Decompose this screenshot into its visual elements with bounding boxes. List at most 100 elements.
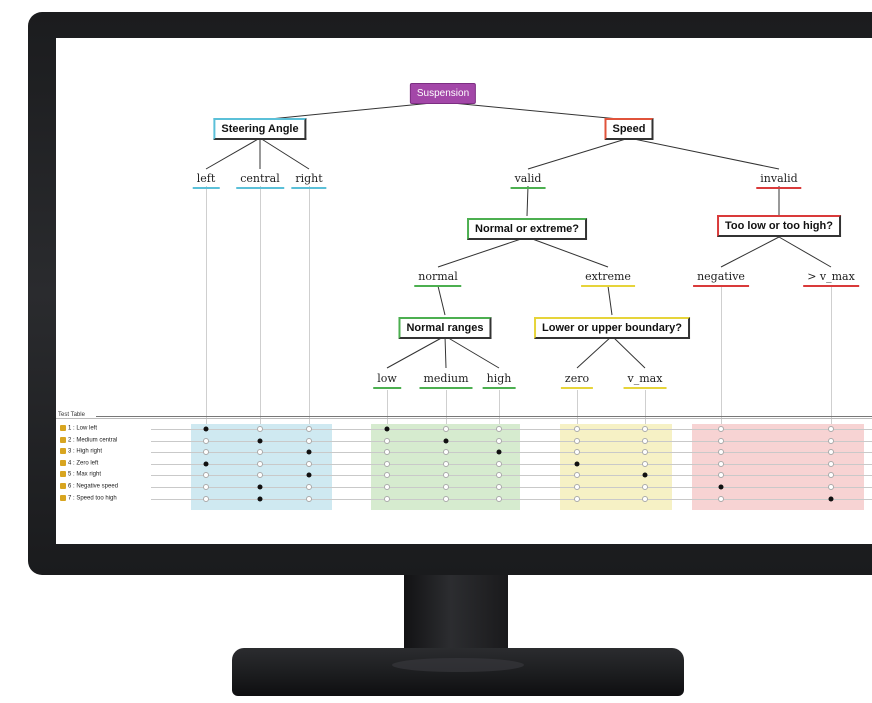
class-low[interactable]: low	[373, 372, 401, 389]
selected-marker[interactable]	[257, 496, 263, 502]
unselected-marker[interactable]	[642, 426, 648, 432]
unselected-marker[interactable]	[642, 437, 648, 444]
unselected-marker[interactable]	[384, 437, 390, 444]
selected-marker[interactable]	[306, 472, 312, 478]
class-medium[interactable]: medium	[419, 372, 473, 389]
unselected-marker[interactable]	[203, 472, 209, 479]
class-zero[interactable]: zero	[560, 372, 594, 389]
unselected-marker[interactable]	[306, 426, 312, 432]
unselected-marker[interactable]	[574, 437, 580, 444]
unselected-marker[interactable]	[384, 484, 390, 490]
selected-marker[interactable]	[443, 438, 449, 444]
lower-or-upper-node[interactable]: Lower or upper boundary?	[534, 317, 690, 339]
selected-marker[interactable]	[574, 461, 580, 467]
unselected-marker[interactable]	[443, 426, 449, 432]
class-left[interactable]: left	[192, 172, 220, 189]
unselected-marker[interactable]	[642, 460, 648, 467]
unselected-marker[interactable]	[828, 460, 834, 467]
class-right[interactable]: right	[291, 172, 327, 189]
too-low-or-high-node[interactable]: Too low or too high?	[717, 215, 841, 237]
unselected-marker[interactable]	[443, 449, 449, 456]
class-negative[interactable]: negative	[693, 270, 749, 287]
unselected-marker[interactable]	[443, 484, 449, 490]
unselected-marker[interactable]	[203, 484, 209, 490]
selected-marker[interactable]	[384, 426, 390, 432]
steering-angle-node[interactable]: Steering Angle	[213, 118, 307, 140]
class-normal[interactable]: normal	[414, 270, 462, 287]
selected-marker[interactable]	[718, 484, 724, 490]
unselected-marker[interactable]	[496, 460, 502, 467]
class-high[interactable]: high	[482, 372, 516, 389]
unselected-marker[interactable]	[718, 472, 724, 479]
class-invalid[interactable]: invalid	[756, 172, 802, 189]
selected-marker[interactable]	[203, 426, 209, 432]
selected-marker[interactable]	[257, 438, 263, 444]
unselected-marker[interactable]	[384, 460, 390, 467]
normal-or-extreme-node[interactable]: Normal or extreme?	[467, 218, 587, 240]
selected-marker[interactable]	[642, 472, 648, 478]
unselected-marker[interactable]	[718, 437, 724, 444]
unselected-marker[interactable]	[257, 449, 263, 456]
unselected-marker[interactable]	[574, 426, 580, 432]
unselected-marker[interactable]	[642, 484, 648, 490]
selected-marker[interactable]	[306, 449, 312, 455]
test-case-row-label[interactable]: 1 : Low left	[60, 425, 97, 432]
normal-ranges-node[interactable]: Normal ranges	[398, 317, 492, 339]
unselected-marker[interactable]	[718, 495, 724, 502]
unselected-marker[interactable]	[496, 495, 502, 502]
selected-marker[interactable]	[203, 461, 209, 467]
unselected-marker[interactable]	[203, 449, 209, 456]
unselected-marker[interactable]	[306, 437, 312, 444]
unselected-marker[interactable]	[828, 472, 834, 479]
unselected-marker[interactable]	[443, 472, 449, 479]
unselected-marker[interactable]	[828, 449, 834, 456]
unselected-marker[interactable]	[574, 484, 580, 490]
unselected-marker[interactable]	[257, 426, 263, 432]
unselected-marker[interactable]	[642, 449, 648, 456]
unselected-marker[interactable]	[443, 460, 449, 467]
test-case-row-label[interactable]: 3 : High right	[60, 448, 102, 455]
unselected-marker[interactable]	[718, 426, 724, 432]
class-extreme[interactable]: extreme	[581, 270, 635, 287]
test-case-row-label[interactable]: 5 : Max right	[60, 471, 101, 478]
unselected-marker[interactable]	[384, 472, 390, 479]
test-case-row-line	[151, 475, 872, 477]
unselected-marker[interactable]	[257, 460, 263, 467]
root-node[interactable]: Suspension	[409, 83, 477, 104]
test-case-row-label[interactable]: 6 : Negative speed	[60, 483, 118, 490]
unselected-marker[interactable]	[496, 484, 502, 490]
test-case-row-label[interactable]: 7 : Speed too high	[60, 494, 117, 501]
unselected-marker[interactable]	[306, 460, 312, 467]
selected-marker[interactable]	[496, 449, 502, 455]
unselected-marker[interactable]	[828, 437, 834, 444]
unselected-marker[interactable]	[828, 484, 834, 490]
unselected-marker[interactable]	[257, 472, 263, 479]
class-valid[interactable]: valid	[510, 172, 546, 189]
unselected-marker[interactable]	[443, 495, 449, 502]
unselected-marker[interactable]	[203, 495, 209, 502]
unselected-marker[interactable]	[828, 426, 834, 432]
speed-node[interactable]: Speed	[604, 118, 654, 140]
unselected-marker[interactable]	[384, 449, 390, 456]
unselected-marker[interactable]	[496, 426, 502, 432]
unselected-marker[interactable]	[574, 495, 580, 502]
unselected-marker[interactable]	[642, 495, 648, 502]
selected-marker[interactable]	[257, 484, 263, 490]
unselected-marker[interactable]	[203, 437, 209, 444]
unselected-marker[interactable]	[718, 449, 724, 456]
unselected-marker[interactable]	[718, 460, 724, 467]
class-central[interactable]: central	[236, 172, 284, 189]
unselected-marker[interactable]	[574, 449, 580, 456]
test-case-row-label[interactable]: 2 : Medium central	[60, 436, 117, 443]
unselected-marker[interactable]	[306, 484, 312, 490]
selected-marker[interactable]	[828, 496, 834, 502]
unselected-marker[interactable]	[384, 495, 390, 502]
unselected-marker[interactable]	[574, 472, 580, 479]
class-v-max-exceeded[interactable]: > v_max	[803, 270, 859, 287]
unselected-marker[interactable]	[496, 437, 502, 444]
class-v-max[interactable]: v_max	[623, 372, 667, 389]
unselected-marker[interactable]	[306, 495, 312, 502]
unselected-marker[interactable]	[496, 472, 502, 479]
test-case-row-label[interactable]: 4 : Zero left	[60, 459, 98, 466]
test-case-label: 5 : Max right	[68, 471, 102, 478]
